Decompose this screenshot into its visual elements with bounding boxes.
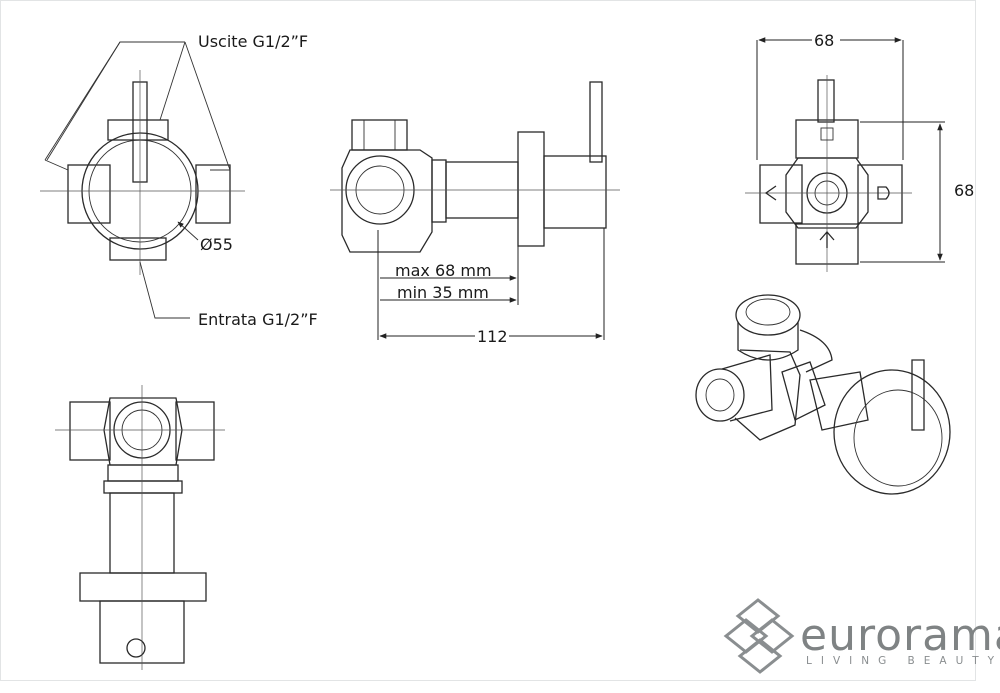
min-depth-label: min 35 mm (397, 283, 489, 302)
width-label: 68 (814, 31, 834, 50)
diameter-label: Ø55 (200, 235, 233, 254)
brand-logo-mark (723, 598, 795, 674)
max-depth-label: max 68 mm (395, 261, 492, 280)
isometric-view (695, 294, 951, 495)
outlets-leader (44, 41, 185, 161)
brand-tagline: LIVING BEAUTY (806, 655, 1000, 667)
flange (517, 131, 545, 247)
total-length-label: 112 (477, 327, 508, 346)
port-view (745, 30, 945, 272)
iso-flange (833, 369, 951, 495)
brand-name: eurorama (800, 610, 1000, 661)
front-view (40, 41, 245, 319)
outlets-label: Uscite G1/2”F (198, 32, 308, 51)
height-label: 68 (954, 181, 974, 200)
inlet-label: Entrata G1/2”F (198, 310, 318, 329)
side-view (330, 81, 620, 344)
inlet-leader (139, 261, 190, 319)
top-view (55, 385, 225, 670)
diameter-leader (177, 221, 199, 241)
page-frame (0, 0, 976, 681)
